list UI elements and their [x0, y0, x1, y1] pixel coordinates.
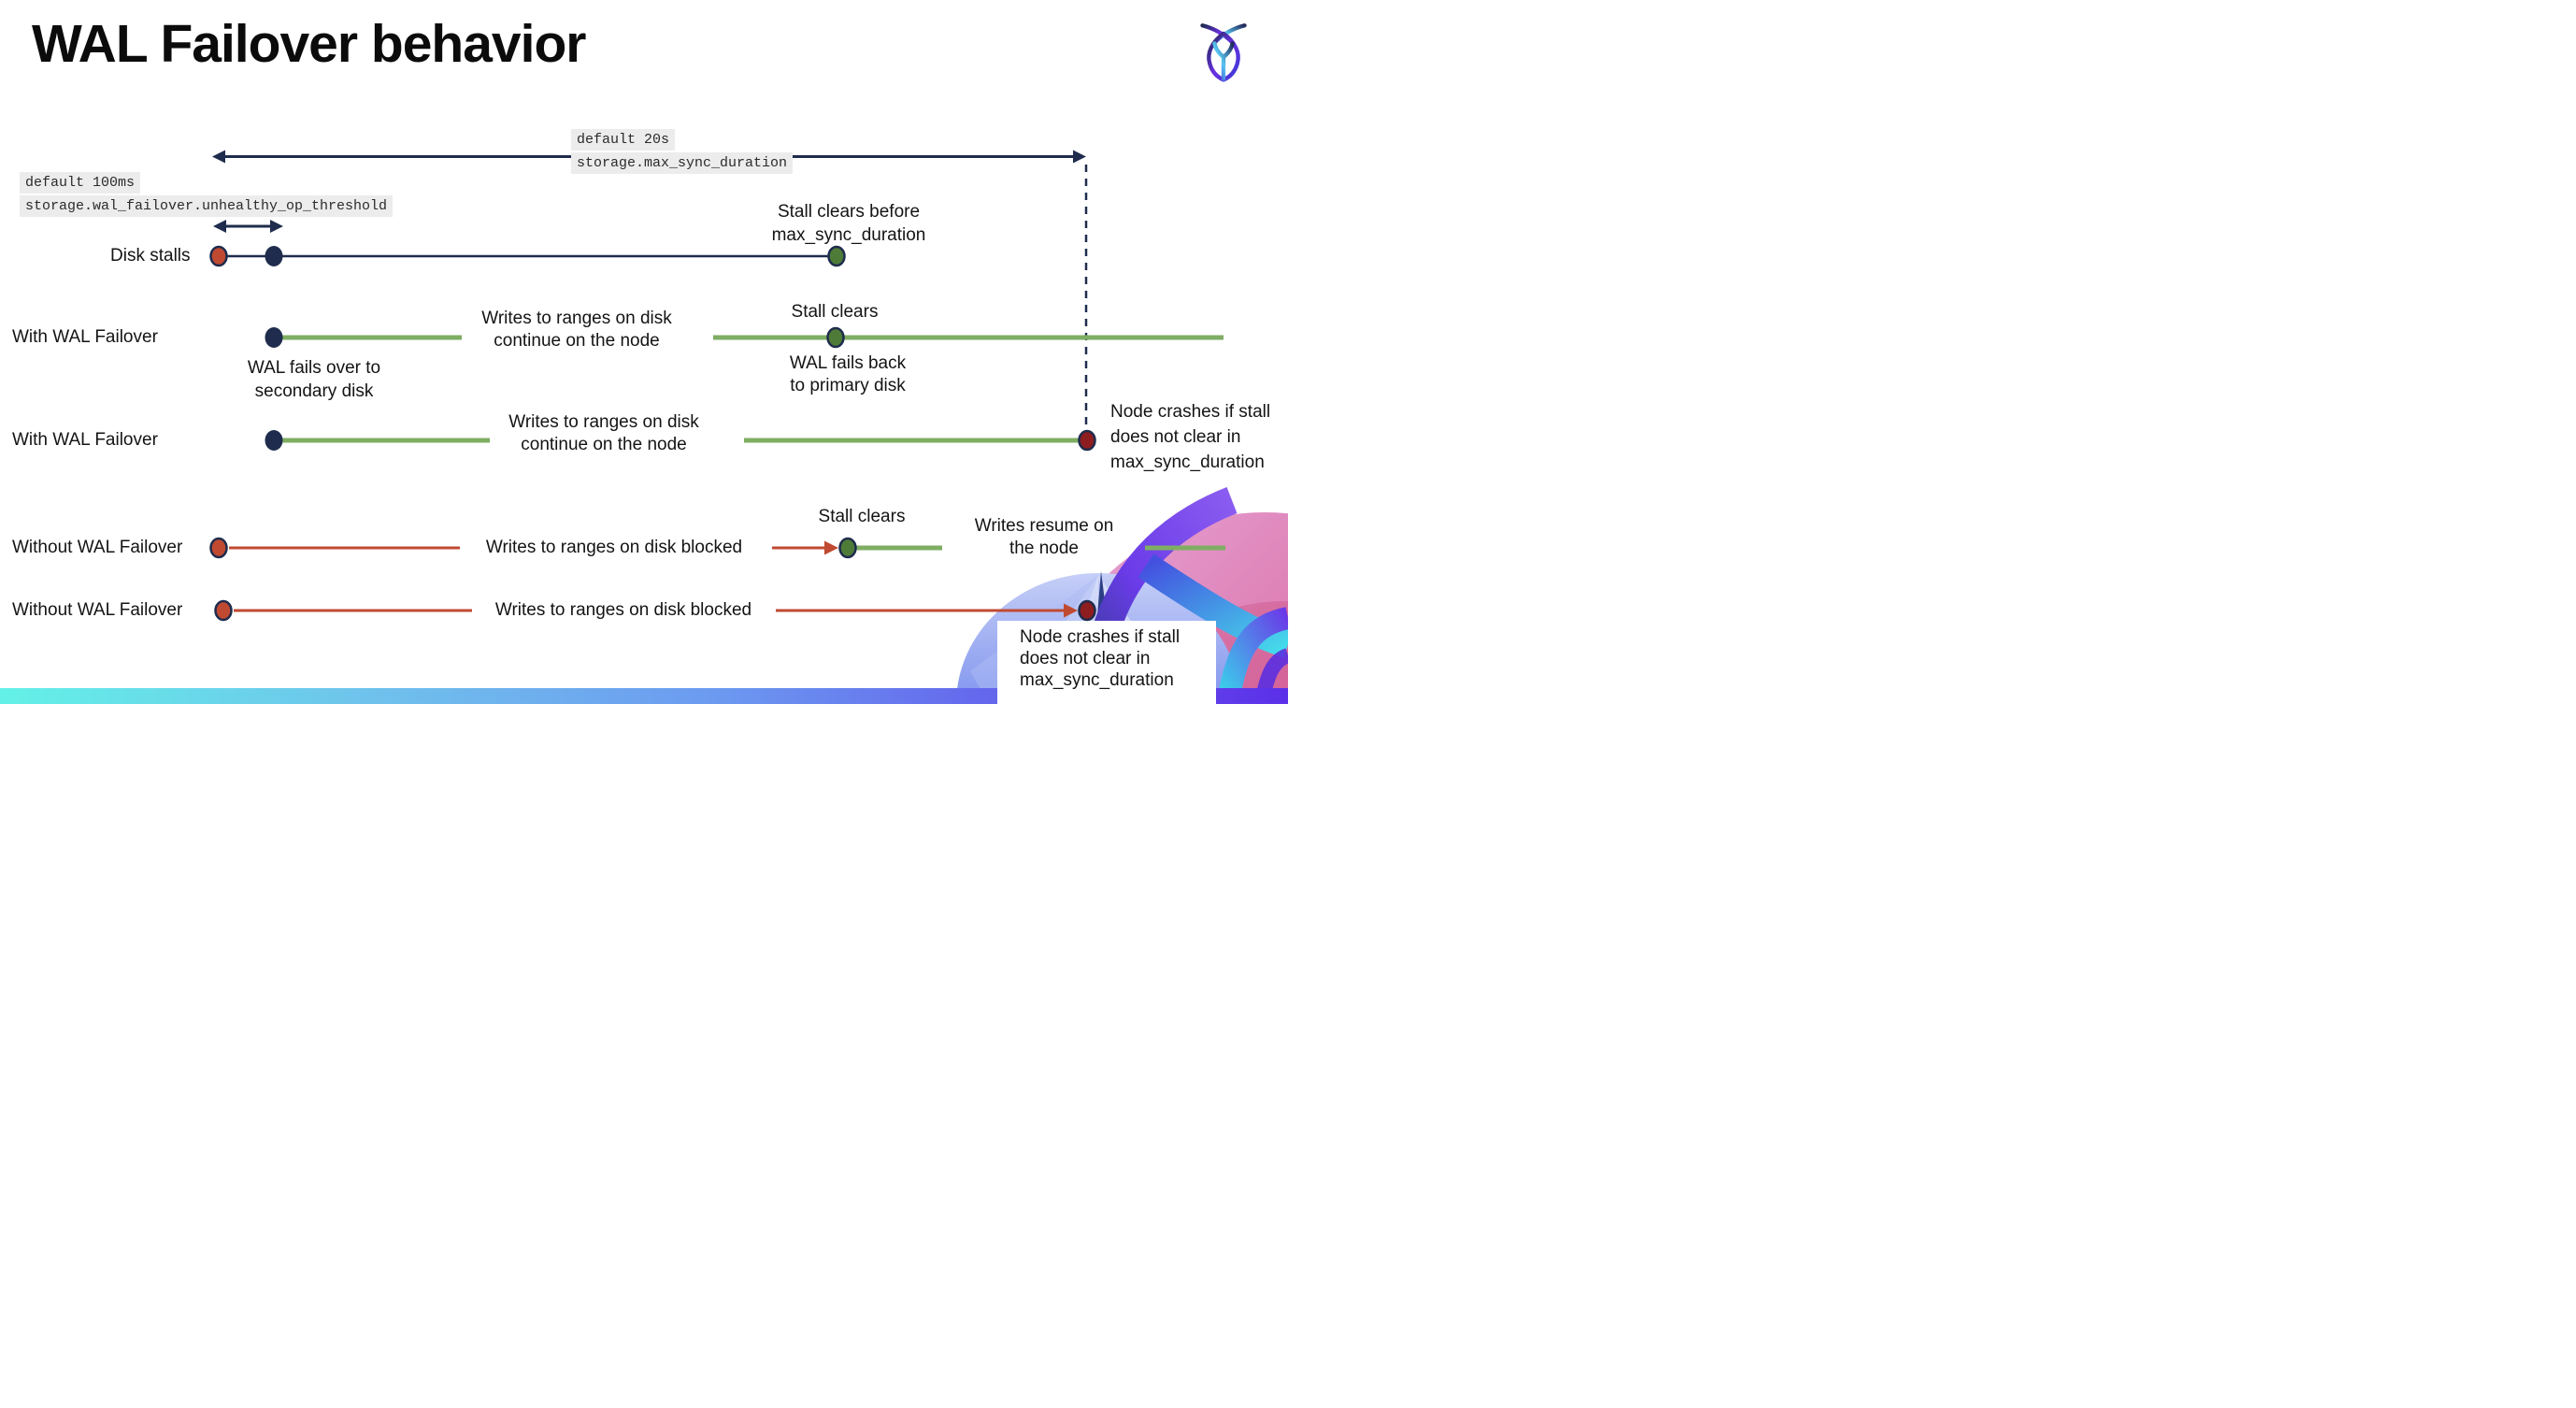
crash-note-box: Node crashes if stall does not clear in … — [997, 621, 1216, 704]
arrowhead-right-icon — [824, 540, 838, 555]
stall-start-dot — [209, 245, 228, 267]
node-crash-dot — [1078, 429, 1096, 452]
stall-clears-dot — [838, 537, 857, 559]
crash-note-text: Node crashes if stall does not clear in … — [1020, 627, 1181, 690]
cockroachdb-logo-icon — [1200, 23, 1247, 82]
stall-clears-dot — [827, 245, 846, 267]
threshold-dot — [265, 246, 283, 266]
timeline-diagram — [209, 150, 1225, 622]
arrowhead-left-icon — [213, 220, 226, 233]
watermark-teal-arch — [1217, 607, 1288, 704]
stall-start-dot — [209, 537, 228, 559]
arrowhead-left-icon — [212, 150, 225, 164]
failover-dot — [265, 430, 283, 451]
slide: Node crashes if stall does not clear in … — [0, 0, 1288, 704]
watermark-blue-band — [1138, 553, 1288, 658]
arrowhead-right-icon — [270, 220, 283, 233]
arrowhead-right-icon — [1064, 603, 1078, 618]
node-crash-dot — [1078, 599, 1096, 622]
bottom-gradient-bar — [0, 688, 1288, 704]
stall-start-dot — [214, 599, 233, 622]
failover-dot — [265, 327, 283, 348]
arrowhead-right-icon — [1073, 150, 1086, 164]
stall-clears-dot — [826, 326, 845, 349]
